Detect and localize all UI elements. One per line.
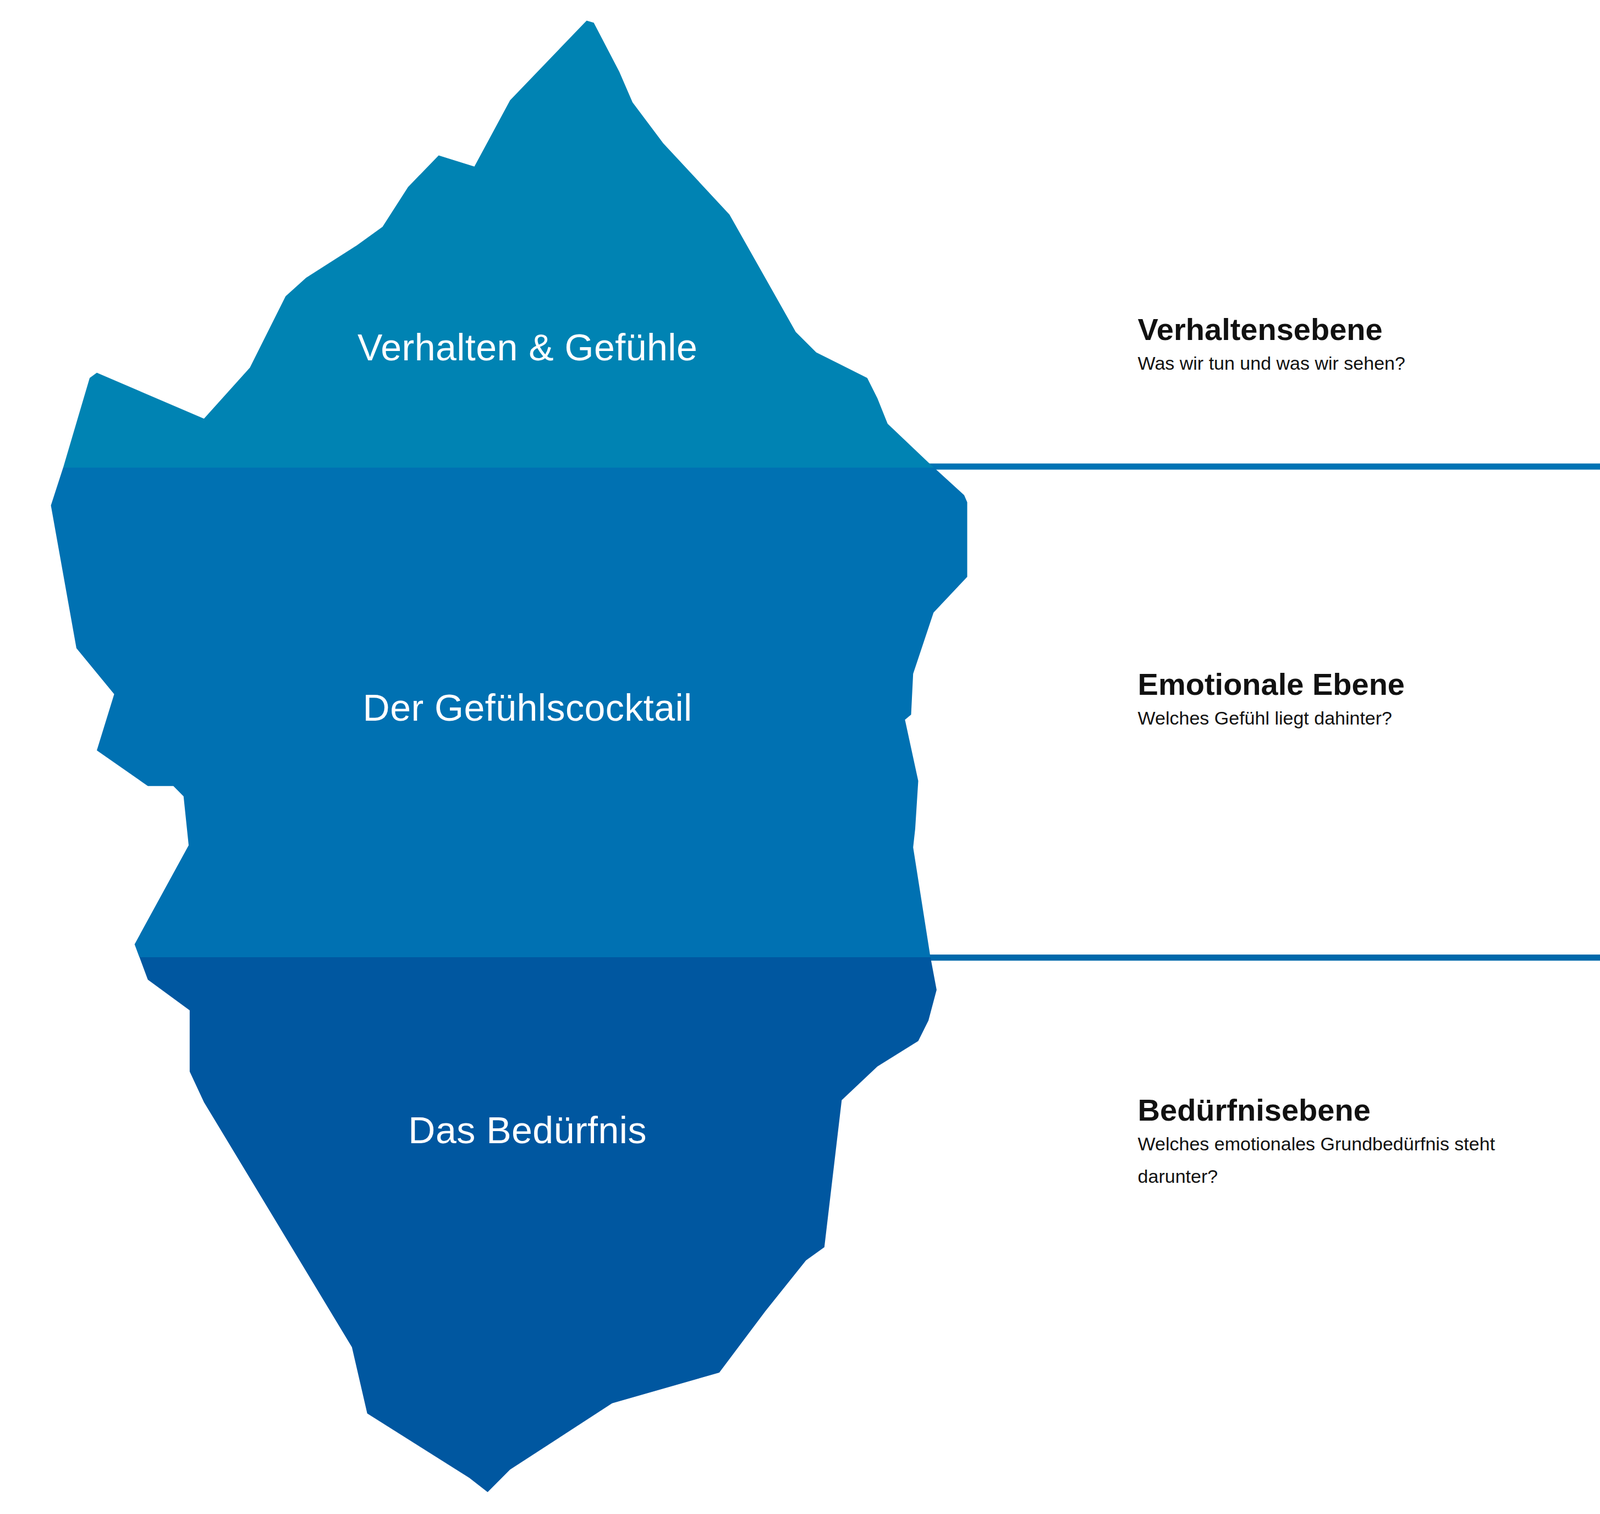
- level-heading: Verhaltensebene: [1137, 311, 1518, 348]
- level-question: Welches Gefühl liegt dahinter?: [1137, 701, 1518, 735]
- iceberg-outline: [51, 957, 968, 1492]
- level-description: Emotionale EbeneWelches Gefühl liegt dah…: [1137, 666, 1518, 735]
- band-title: Das Bedürfnis: [408, 1108, 647, 1152]
- water-line: [923, 463, 1600, 470]
- iceberg-outline: [51, 467, 968, 958]
- band-title: Der Gefühlscocktail: [363, 685, 693, 729]
- level-question: Was wir tun und was wir sehen?: [1137, 347, 1518, 381]
- level-heading: Bedürfnisebene: [1137, 1091, 1518, 1128]
- depth-line: [923, 954, 1600, 961]
- tip-band: Verhalten & Gefühle: [40, 10, 980, 468]
- level-heading: Emotionale Ebene: [1137, 666, 1518, 702]
- level-description: BedürfnisebeneWelches emotionales Grundb…: [1137, 1091, 1518, 1193]
- middle-band: Der Gefühlscocktail: [40, 467, 980, 958]
- iceberg-shape: [40, 957, 980, 1500]
- level-question: Welches emotionales Grundbedürfnis steht…: [1137, 1127, 1518, 1193]
- band-title: Verhalten & Gefühle: [357, 325, 698, 369]
- level-description: VerhaltensebeneWas wir tun und was wir s…: [1137, 311, 1518, 381]
- iceberg-shape: [40, 10, 980, 468]
- base-band: Das Bedürfnis: [40, 957, 980, 1500]
- iceberg-outline: [51, 20, 968, 468]
